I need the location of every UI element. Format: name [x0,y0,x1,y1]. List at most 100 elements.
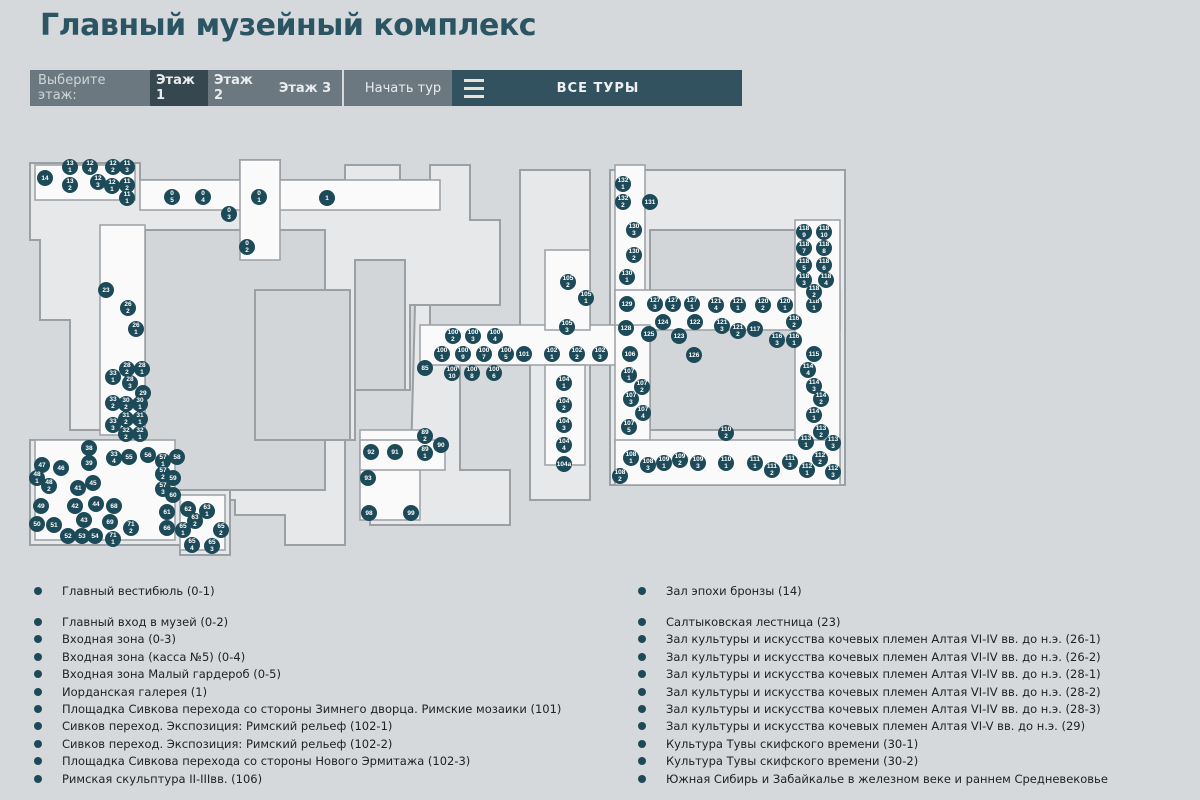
hall-marker[interactable]: 90 [433,437,449,453]
hall-marker[interactable]: 120 1 [777,297,793,313]
hall-marker[interactable]: 100 9 [455,346,471,362]
hall-marker[interactable]: 99 [403,505,419,521]
hall-marker[interactable]: 126 [686,347,702,363]
legend-item[interactable]: Зал культуры и искусства кочевых племен … [638,683,1108,700]
hall-marker[interactable]: 113 2 [813,424,829,440]
hall-marker[interactable]: 115 [806,346,822,362]
hall-marker[interactable]: 12 4 [82,159,98,175]
hall-marker[interactable]: 127 3 [647,296,663,312]
legend-item[interactable]: Входная зона (0-3) [34,631,561,648]
hall-marker[interactable]: 108 3 [640,457,656,473]
floor-2-tab[interactable]: Этаж 2 [208,70,268,106]
hall-marker[interactable]: 13 2 [62,177,78,193]
hall-marker[interactable]: 14 [37,170,53,186]
legend-item[interactable]: Зал культуры и искусства кочевых племен … [638,718,1108,735]
hall-marker[interactable]: 66 [159,520,175,536]
hall-marker[interactable]: 32 1 [132,426,148,442]
hall-marker[interactable]: 63 2 [187,513,203,529]
hall-marker[interactable]: 127 2 [665,296,681,312]
hall-marker[interactable]: 118 4 [818,272,834,288]
hall-marker[interactable]: 111 1 [747,455,763,471]
hall-marker[interactable]: 124 [655,314,671,330]
hall-marker[interactable]: 112 3 [825,464,841,480]
hall-marker[interactable]: 107 5 [621,419,637,435]
hall-marker[interactable]: 12 2 [105,159,121,175]
hall-marker[interactable]: 110 1 [718,455,734,471]
hall-marker[interactable]: 39 [81,455,97,471]
hall-marker[interactable]: 114 2 [813,391,829,407]
hall-marker[interactable]: 56 [140,447,156,463]
hall-marker[interactable]: 32 2 [118,426,134,442]
hall-marker[interactable]: 105 3 [559,319,575,335]
hall-marker[interactable]: 100 7 [476,346,492,362]
legend-item[interactable]: Зал культуры и искусства кочевых племен … [638,648,1108,665]
hall-marker[interactable]: 58 [169,449,185,465]
legend-item[interactable]: Салтыковская лестница (23) [638,613,1108,630]
hall-marker[interactable]: 107 3 [623,391,639,407]
hall-marker[interactable]: 118 2 [806,284,822,300]
hall-marker[interactable]: 113 1 [798,434,814,450]
hall-marker[interactable]: 69 [102,514,118,530]
hall-marker[interactable]: 57 1 [155,453,171,469]
hall-marker[interactable]: 45 [85,475,101,491]
hall-marker[interactable]: 54 [87,528,103,544]
hall-marker[interactable]: 107 4 [635,405,651,421]
hall-marker[interactable]: 132 2 [615,194,631,210]
legend-item[interactable]: Главный вход в музей (0-2) [34,613,561,630]
hall-marker[interactable]: 121 2 [730,323,746,339]
legend-item[interactable]: Сивков переход. Экспозиция: Римский рель… [34,735,561,752]
legend-item[interactable]: Площадка Сивкова перехода со стороны Зим… [34,700,561,717]
hall-marker[interactable]: 100 5 [498,346,514,362]
legend-item[interactable]: Зал эпохи бронзы (14) [638,582,1108,599]
hall-marker[interactable]: 116 2 [786,314,802,330]
hall-marker[interactable]: 118 10 [816,224,832,240]
hall-marker[interactable]: 65 4 [184,537,200,553]
hall-marker[interactable]: 53 [74,528,90,544]
hall-marker[interactable]: 114 4 [800,362,816,378]
legend-item[interactable]: Римская скульптура II-IIIвв. (106) [34,770,561,787]
hall-marker[interactable]: 121 3 [714,318,730,334]
hall-marker[interactable]: 105 2 [560,274,576,290]
hall-marker[interactable]: 125 [641,326,657,342]
hall-marker[interactable]: 30 1 [132,396,148,412]
hall-marker[interactable]: 130 1 [619,269,635,285]
hall-marker[interactable]: 31 1 [132,411,148,427]
hall-marker[interactable]: 0 3 [221,206,237,222]
hall-marker[interactable]: 49 [33,498,49,514]
hall-marker[interactable]: 44 [88,496,104,512]
hall-marker[interactable]: 11 1 [119,190,135,206]
hall-marker[interactable]: 1 [319,190,335,206]
legend-item[interactable]: Сивков переход. Экспозиция: Римский рель… [34,718,561,735]
hall-marker[interactable]: 121 4 [708,297,724,313]
hall-marker[interactable]: 114 3 [806,378,822,394]
hall-marker[interactable]: 65 1 [175,522,191,538]
hall-marker[interactable]: 108 1 [623,450,639,466]
hall-marker[interactable]: 89 1 [417,445,433,461]
hall-marker[interactable]: 0 1 [251,189,267,205]
hall-marker[interactable]: 129 [619,296,635,312]
hall-marker[interactable]: 109 3 [690,455,706,471]
hall-marker[interactable]: 61 [159,504,175,520]
floor-1-tab[interactable]: Этаж 1 [150,70,208,106]
hall-marker[interactable]: 65 3 [204,538,220,554]
hall-marker[interactable]: 100 6 [486,365,502,381]
legend-item[interactable]: Зал культуры и искусства кочевых племен … [638,666,1108,683]
hall-marker[interactable]: 106 [622,346,638,362]
hall-marker[interactable]: 110 2 [718,425,734,441]
hall-marker[interactable]: 122 [687,314,703,330]
hall-marker[interactable]: 104 1 [556,375,572,391]
hall-marker[interactable]: 30 2 [118,396,134,412]
hall-marker[interactable]: 12 1 [104,178,120,194]
hall-marker[interactable]: 71 1 [105,531,121,547]
hall-marker[interactable]: 112 2 [812,451,828,467]
hall-marker[interactable]: 130 3 [626,222,642,238]
hall-marker[interactable]: 11 3 [119,159,135,175]
hall-marker[interactable]: 117 [747,321,763,337]
legend-item[interactable]: Входная зона (касса №5) (0-4) [34,648,561,665]
legend-item[interactable]: Площадка Сивкова перехода со стороны Нов… [34,753,561,770]
legend-item[interactable]: Зал культуры и искусства кочевых племен … [638,631,1108,648]
hall-marker[interactable]: 131 [642,194,658,210]
hall-marker[interactable]: 92 [363,444,379,460]
hall-marker[interactable]: 111 2 [764,462,780,478]
hall-marker[interactable]: 118 6 [816,257,832,273]
